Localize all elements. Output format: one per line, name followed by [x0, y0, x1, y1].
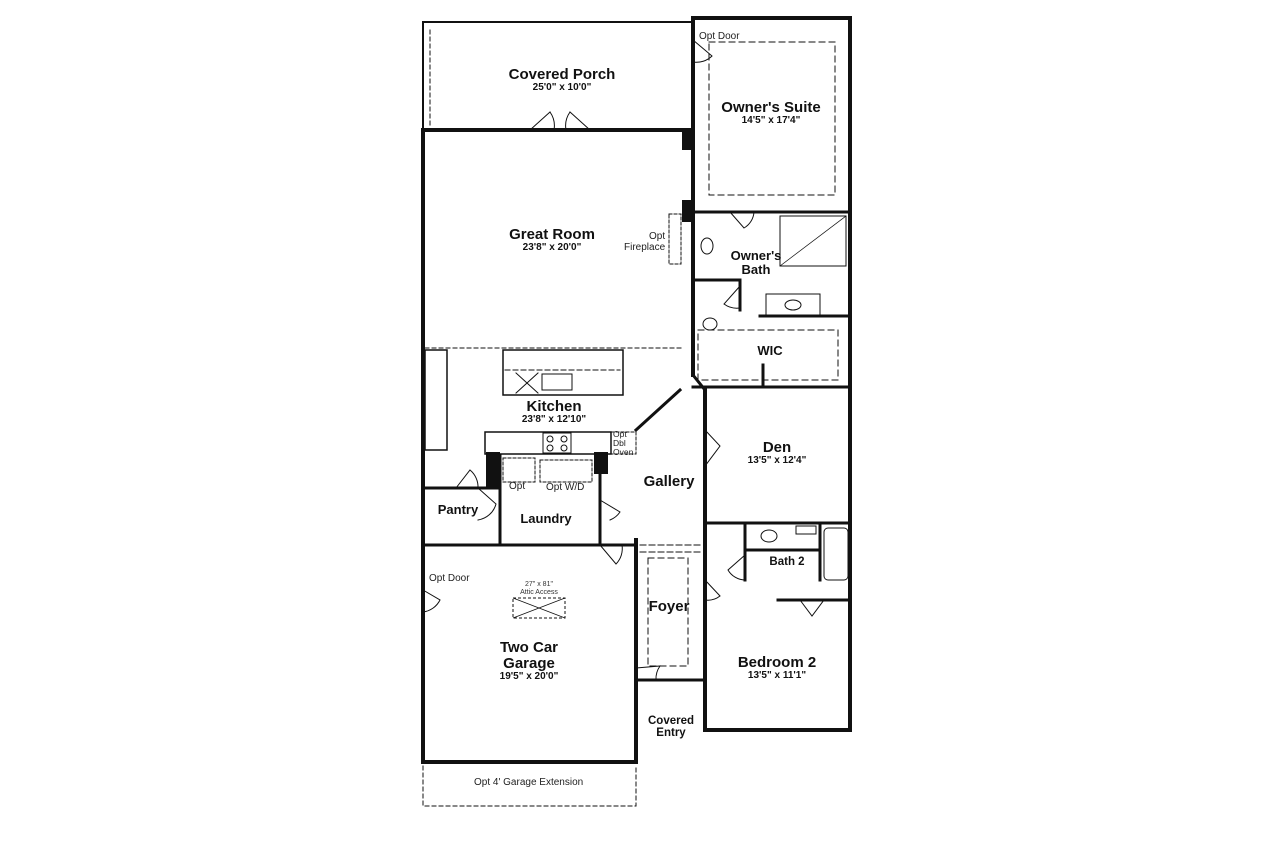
room-name: Great Room — [509, 226, 595, 243]
label-kitchen: Kitchen 23'8" x 12'10" — [521, 398, 587, 426]
garage-extension-outline — [422, 765, 637, 807]
room-name: Bath 2 — [769, 556, 805, 568]
label-great-room: Great Room 23'8" x 20'0" — [509, 226, 595, 254]
note-line: Opt — [649, 231, 666, 242]
room-name-line1: Owner's — [730, 248, 782, 263]
opt-sink-cabinet — [502, 457, 536, 483]
label-two-car-garage: Two Car Garage 19'5" x 20'0" — [499, 639, 559, 683]
room-name: WIC — [757, 343, 783, 358]
note-opt-dbl-oven: Opt Dbl Oven — [613, 430, 633, 457]
label-covered-entry: Covered Entry — [648, 715, 694, 740]
room-name: Pantry — [437, 502, 479, 517]
note-attic-access: 27" x 81" Attic Access — [520, 581, 558, 596]
room-name: Laundry — [520, 511, 572, 526]
room-name: Kitchen — [526, 398, 582, 415]
note-opt-wd: Opt W/D — [546, 482, 585, 493]
room-name-line2: Entry — [656, 727, 686, 740]
note-opt-sink: Opt — [509, 481, 526, 492]
exterior-walls — [421, 16, 852, 764]
attic-access-hatch — [512, 597, 566, 619]
owners-toilet — [700, 237, 714, 255]
interior-walls — [421, 210, 852, 682]
opt-oven-cabinet — [610, 431, 637, 455]
note-line: Attic Access — [520, 588, 558, 596]
label-covered-porch: Covered Porch 25'0" x 10'0" — [508, 66, 616, 94]
room-name-line1: Covered — [647, 715, 695, 727]
room-name: Bedroom 2 — [737, 654, 817, 671]
note-line: Opt — [613, 429, 627, 439]
label-bedroom-2: Bedroom 2 13'5" x 11'1" — [737, 654, 817, 682]
room-name: Covered Porch — [508, 66, 616, 83]
label-laundry: Laundry — [520, 511, 572, 526]
note-line: 27" x 81" — [525, 581, 553, 588]
island-sink — [541, 373, 573, 391]
room-dims: 14'5" x 17'4" — [741, 115, 801, 127]
label-owners-suite: Owner's Suite 14'5" x 17'4" — [721, 99, 821, 127]
opt-fireplace — [668, 213, 682, 265]
room-dims: 19'5" x 20'0" — [499, 671, 559, 683]
label-pantry: Pantry — [437, 502, 479, 517]
bath2-tub — [823, 527, 849, 581]
door-swings — [422, 39, 825, 681]
note-opt-fireplace: Opt Fireplace — [624, 231, 665, 253]
label-bath-2: Bath 2 — [769, 556, 804, 568]
kitchen-west-counter — [424, 349, 448, 451]
room-name: Foyer — [648, 598, 690, 615]
label-owners-bath: Owner's Bath — [730, 248, 782, 278]
owners-shower — [779, 215, 847, 267]
note-line: Oven — [613, 446, 634, 457]
kitchen-range — [542, 432, 572, 454]
owners-suite-tray-ceiling — [708, 41, 836, 196]
room-name-line2: Bath — [741, 262, 771, 278]
wall-block-suite — [682, 130, 693, 150]
label-gallery: Gallery — [643, 473, 695, 490]
note-opt-door-top: Opt Door — [699, 31, 740, 42]
note-line: Dbl — [613, 437, 626, 448]
wic-shelf — [697, 329, 839, 381]
note-opt-door-garage: Opt Door — [429, 573, 470, 584]
owners-vanity — [765, 293, 821, 317]
room-name-line2: Garage — [503, 655, 555, 673]
foyer-ceiling — [647, 557, 689, 667]
covered-porch-outline — [422, 21, 694, 131]
room-name: Gallery — [643, 473, 695, 490]
room-name: Den — [762, 439, 792, 456]
note-garage-extension: Opt 4' Garage Extension — [474, 777, 584, 788]
room-name-line1: Two Car — [499, 639, 559, 656]
room-dims: 13'5" x 12'4" — [747, 455, 807, 467]
room-name: Owner's Suite — [721, 99, 821, 116]
room-dims: 23'8" x 20'0" — [522, 242, 582, 254]
label-foyer: Foyer — [648, 598, 690, 615]
note-line: Fireplace — [624, 242, 666, 253]
wall-block-laundry — [594, 452, 608, 474]
room-dims: 25'0" x 10'0" — [532, 82, 592, 94]
label-den: Den 13'5" x 12'4" — [747, 439, 807, 467]
kitchen-island — [502, 349, 624, 396]
label-wic: WIC — [757, 343, 783, 358]
wall-block-kitchen — [486, 452, 500, 488]
opt-washer-dryer — [539, 459, 593, 483]
room-dims: 13'5" x 11'1" — [747, 670, 807, 682]
room-dims: 23'8" x 12'10" — [521, 414, 587, 426]
wall-block-fireplace — [682, 200, 693, 222]
